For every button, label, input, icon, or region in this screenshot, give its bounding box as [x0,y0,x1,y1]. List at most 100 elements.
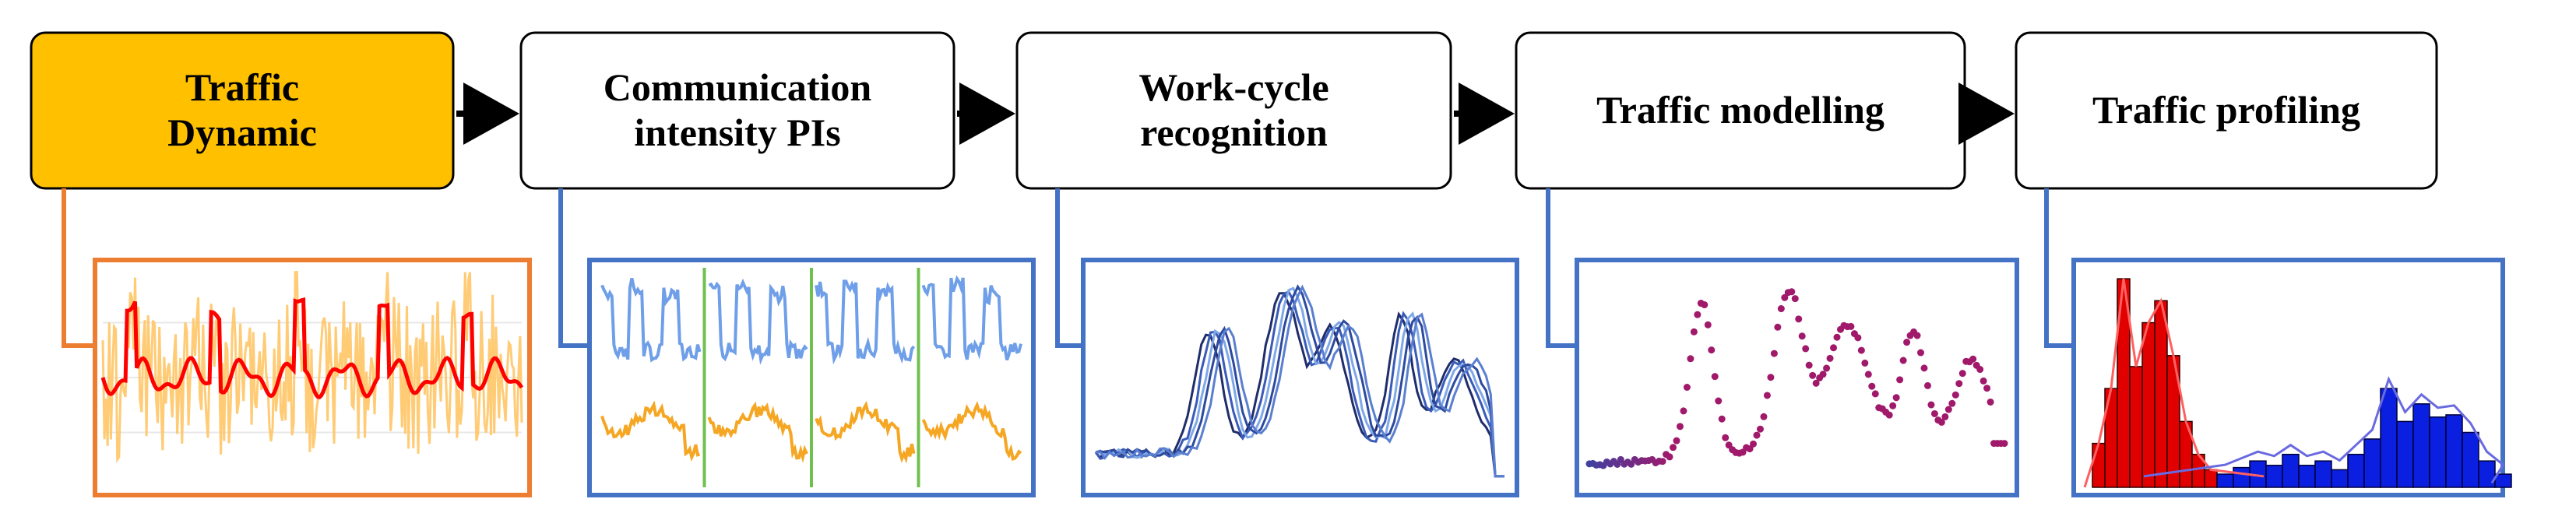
smoothed-traffic-series [100,297,524,399]
stage-label-line: Traffic profiling [2092,88,2360,132]
thumbnail-traffic-profiling [2071,258,2512,497]
model-point [1864,371,1872,378]
model-point [1930,409,1938,417]
connector-line [1055,188,1083,348]
model-point [1987,398,1994,406]
connector-line [2044,188,2074,348]
model-point [1833,333,1841,341]
model-point [1781,293,1789,301]
histogram-bar-blue [2462,431,2479,488]
histogram-bar-blue [2298,465,2316,488]
connector-line [558,188,589,348]
model-point [1777,305,1785,313]
model-point [1854,334,1862,342]
intensity-pi-series [921,275,1022,361]
model-point [1694,311,1701,318]
model-point [1690,328,1698,336]
model-point [1955,380,1963,388]
model-point [1708,346,1716,354]
model-point [1805,361,1813,369]
model-point [1944,406,1952,413]
stage-label-line: recognition [1140,111,1328,154]
histogram-bar-red [2204,469,2218,488]
model-point [1715,397,1723,405]
histogram-bar-blue [2445,414,2463,488]
work-cycle-series [1095,286,1504,478]
model-point [1976,366,1984,374]
model-point [1676,423,1684,430]
model-point [1722,434,1730,441]
stage-traffic-modelling: Traffic modelling [1515,31,1966,190]
stage-label-line: Work-cycle [1138,65,1328,109]
model-point [1871,390,1879,398]
model-point [1861,359,1869,367]
histogram-bar-blue [2363,438,2381,488]
intensity-pi-series [815,279,916,365]
model-point [1917,349,1925,357]
histogram-bar-blue [2216,473,2234,488]
fit-curve [2143,376,2505,484]
intensity-pi-series [708,278,808,365]
work-cycle-series [1096,284,1504,478]
model-point [1903,339,1911,346]
model-point [1659,458,1666,466]
histogram-bar-red [2154,300,2168,488]
model-point [1983,385,1991,392]
model-point [1680,407,1687,415]
model-point [1941,413,1949,420]
model-point [1791,295,1799,303]
thumbnail-connectors [62,188,2074,348]
model-point [1760,413,1768,420]
stage-box [519,31,955,190]
model-point [1718,415,1726,423]
model-point [1847,322,1855,330]
histogram-bar-blue [2380,388,2398,488]
model-point [1683,384,1691,392]
histogram-bar-red [2141,321,2155,488]
model-point [1857,346,1865,354]
model-point [1951,391,1959,399]
model-point [1823,364,1831,372]
histogram-bar-blue [2233,466,2250,488]
stage-label-line: Traffic modelling [1596,88,1884,132]
model-point [1798,332,1806,340]
model-point [1750,440,1758,448]
stage-label-line: intensity PIs [634,111,840,154]
intensity-pi-series [707,401,808,463]
model-point [1948,399,1956,407]
histogram-bar-blue [2265,465,2283,488]
intensity-pi-series [921,401,1022,462]
model-point [1812,379,1820,387]
model-point [1704,321,1712,328]
histogram-bar-blue [2282,453,2300,488]
model-point [1673,437,1680,444]
stage-traffic-profiling: Traffic profiling [2015,31,2438,190]
model-point [1892,394,1900,402]
intensity-pi-series [600,277,702,363]
model-point [1899,357,1907,364]
model-point [1701,301,1709,309]
histogram-bar-blue [2331,469,2349,488]
model-point [1980,377,1987,385]
model-point [1927,401,1935,409]
connector-line [1546,188,1577,348]
stage-box [30,31,455,190]
model-point [1937,418,1945,426]
raw-traffic-series [101,271,523,464]
thumbnail-work-cycle-recognition [1081,258,1519,497]
fit-curve [2083,278,2265,488]
thumbnail-traffic-dynamic [93,258,532,497]
model-point [1753,431,1761,439]
model-point [1819,371,1827,378]
thumbnail-communication-intensity-pis [587,258,1036,497]
model-point [1896,376,1904,384]
model-point [1669,444,1677,451]
model-point [1756,425,1764,433]
model-point [1767,374,1775,381]
histogram-bar-blue [2429,416,2447,488]
